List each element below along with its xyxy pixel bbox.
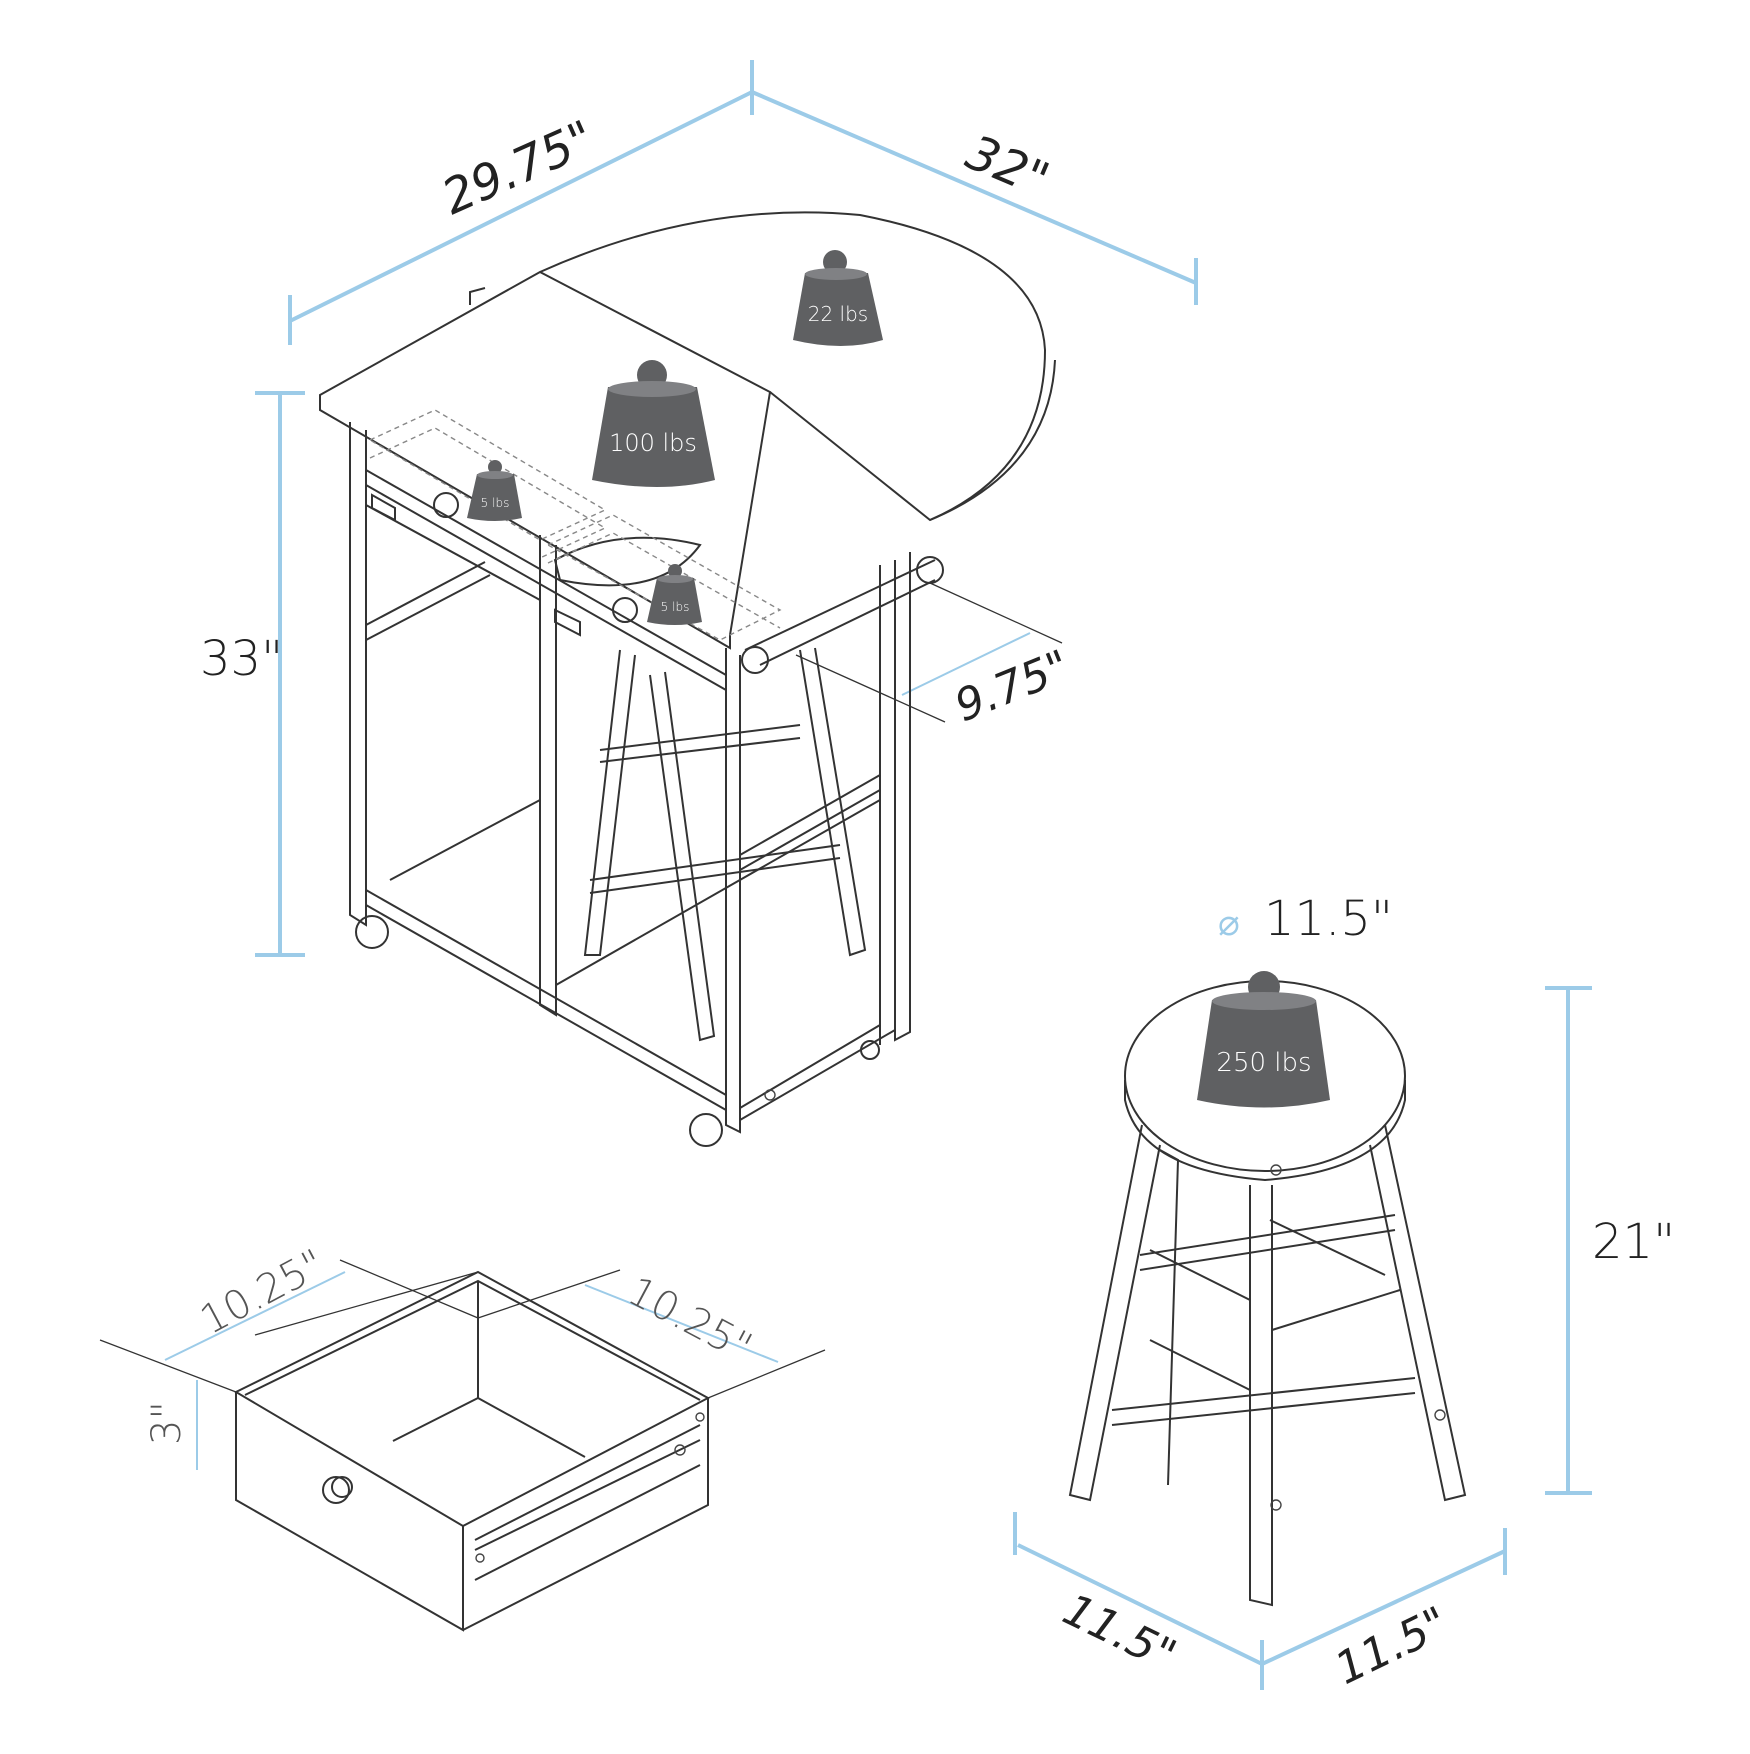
weight-22lbs-label: 22 lbs bbox=[808, 302, 868, 326]
stool-base-right-label: 11.5" bbox=[1327, 1597, 1456, 1695]
weight-22lbs: 22 lbs bbox=[793, 250, 883, 346]
weight-250lbs-label: 250 lbs bbox=[1216, 1048, 1311, 1078]
stool-base-dimension: 11.5" 11.5" bbox=[1013, 1512, 1507, 1695]
weight-5lbs-left-label: 5 lbs bbox=[481, 496, 510, 510]
leaf-drop-label: 9.75" bbox=[948, 641, 1077, 733]
drawer-height-dimension: 3" bbox=[144, 1380, 198, 1470]
drawer-height-label: 3" bbox=[144, 1401, 190, 1445]
cart-height-label: 33" bbox=[200, 631, 283, 687]
stool-diameter-dimension: ⌀ 11.5" bbox=[1218, 891, 1393, 947]
drawer-depth-label: 10.25" bbox=[620, 1268, 759, 1371]
cart-width-dimension: 29.75" bbox=[288, 60, 754, 345]
weight-5lbs-right-label: 5 lbs bbox=[661, 600, 690, 614]
kitchen-cart-illustration bbox=[319, 211, 1056, 1147]
weight-100lbs-label: 100 lbs bbox=[609, 429, 697, 457]
weight-250lbs: 250 lbs bbox=[1197, 971, 1330, 1108]
drawer-illustration bbox=[233, 1270, 711, 1632]
cart-height-dimension: 33" bbox=[200, 391, 305, 957]
weight-5lbs-left: 5 lbs bbox=[467, 460, 522, 521]
drawer-width-label: 10.25" bbox=[193, 1241, 332, 1344]
cart-depth-label: 32" bbox=[958, 124, 1056, 208]
stool-diameter-label: 11.5" bbox=[1264, 891, 1393, 947]
stool-base-left-label: 11.5" bbox=[1055, 1584, 1184, 1682]
drawer-width-dimension: 10.25" bbox=[99, 1241, 479, 1393]
weight-5lbs-right: 5 lbs bbox=[647, 564, 702, 625]
stool-height-label: 21" bbox=[1592, 1214, 1675, 1270]
stool-height-dimension: 21" bbox=[1545, 986, 1675, 1495]
drawer-depth-dimension: 10.25" bbox=[477, 1268, 826, 1399]
diameter-icon: ⌀ bbox=[1218, 903, 1240, 944]
weight-100lbs: 100 lbs bbox=[592, 360, 715, 487]
